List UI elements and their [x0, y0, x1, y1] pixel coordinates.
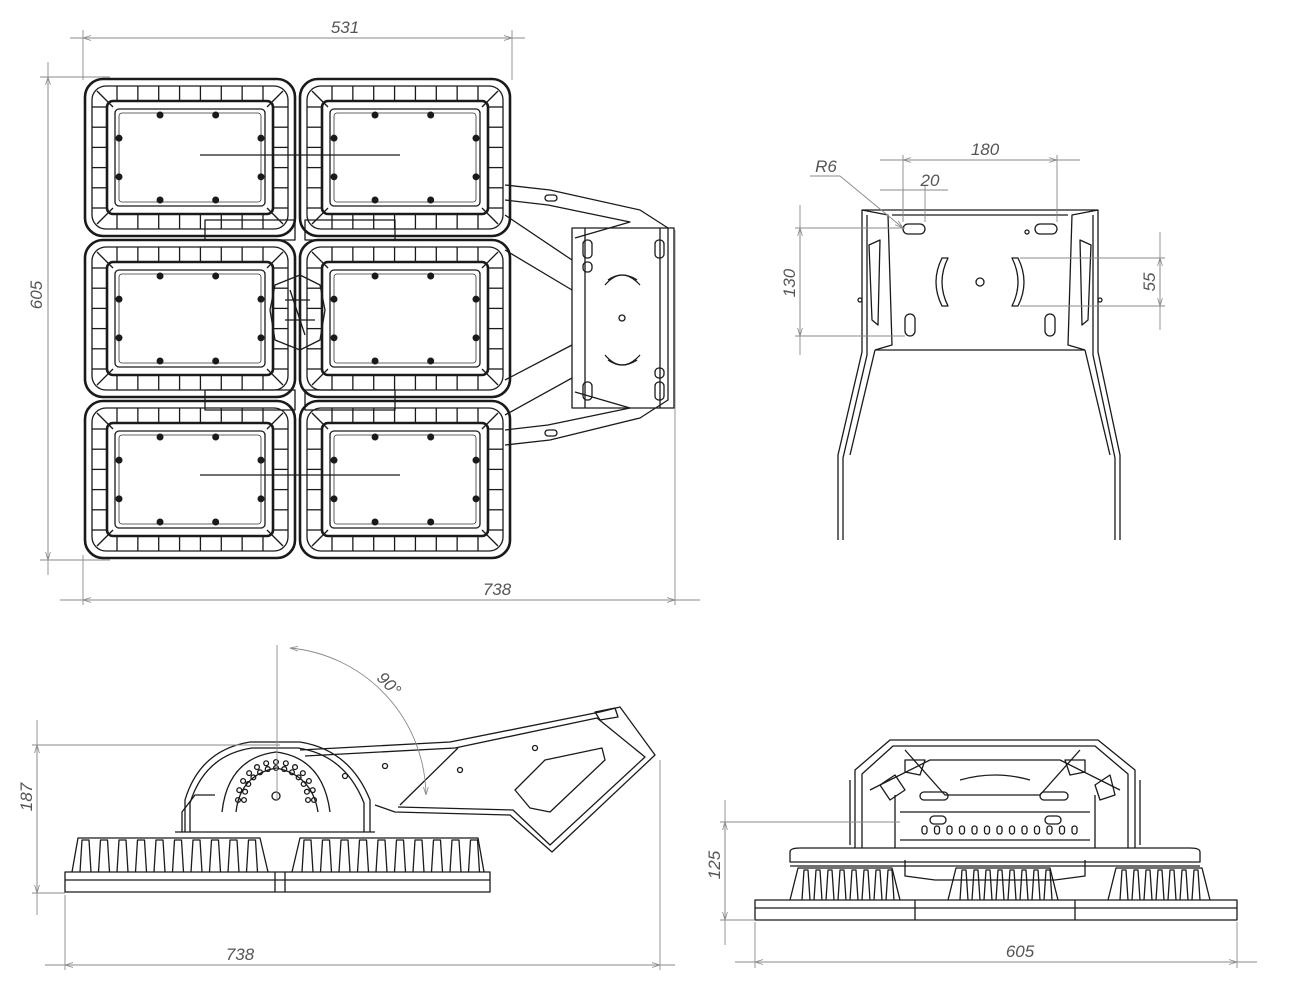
bracket-view: 180 20 R6 130 55	[780, 140, 1165, 540]
dimension-187: 187	[17, 720, 280, 915]
dimension-187-label: 187	[17, 782, 36, 811]
dimension-130-label: 130	[780, 268, 799, 297]
dimension-605-top: 605	[27, 62, 110, 575]
dimension-r6: R6	[810, 157, 903, 228]
dimension-90-angle: 90°	[276, 645, 426, 800]
side-view: 90° 187 738	[17, 645, 675, 970]
dimension-605-front: 605	[735, 922, 1257, 968]
dimension-738-side: 738	[45, 760, 675, 970]
dimension-55-label: 55	[1140, 272, 1159, 291]
dimension-125-label: 125	[705, 850, 724, 879]
led-module	[83, 238, 297, 399]
front-view: 125 605	[705, 739, 1257, 968]
led-module	[298, 77, 512, 238]
dimension-90-label: 90°	[373, 668, 405, 700]
led-module	[83, 77, 297, 238]
dimension-605-top-label: 605	[27, 280, 46, 309]
dimension-531: 531	[70, 18, 525, 80]
dimension-738-side-label: 738	[226, 945, 255, 964]
front-view-fins	[789, 867, 1211, 901]
dimension-20-label: 20	[920, 171, 940, 190]
led-module	[298, 238, 512, 399]
dimension-531-label: 531	[331, 18, 359, 37]
led-module	[298, 399, 512, 560]
dimension-738-top-label: 738	[483, 580, 512, 599]
dimension-20: 20	[880, 171, 948, 222]
dimension-180: 180	[880, 140, 1080, 222]
dimension-130: 130	[780, 205, 905, 355]
dimension-180-label: 180	[971, 140, 1000, 159]
top-view-bracket	[504, 184, 675, 446]
top-view-modules	[83, 77, 512, 560]
led-module	[83, 399, 297, 560]
dimension-738-top: 738	[60, 230, 700, 605]
dimension-r6-label: R6	[815, 157, 837, 176]
side-view-arc-holes	[234, 758, 318, 804]
dimension-55: 55	[1020, 232, 1165, 330]
dimension-125: 125	[705, 800, 900, 945]
side-view-fins	[71, 837, 485, 873]
dimension-605-front-label: 605	[1006, 942, 1035, 961]
front-view-holes	[921, 825, 1078, 835]
top-view: 531 605 738	[27, 18, 700, 605]
